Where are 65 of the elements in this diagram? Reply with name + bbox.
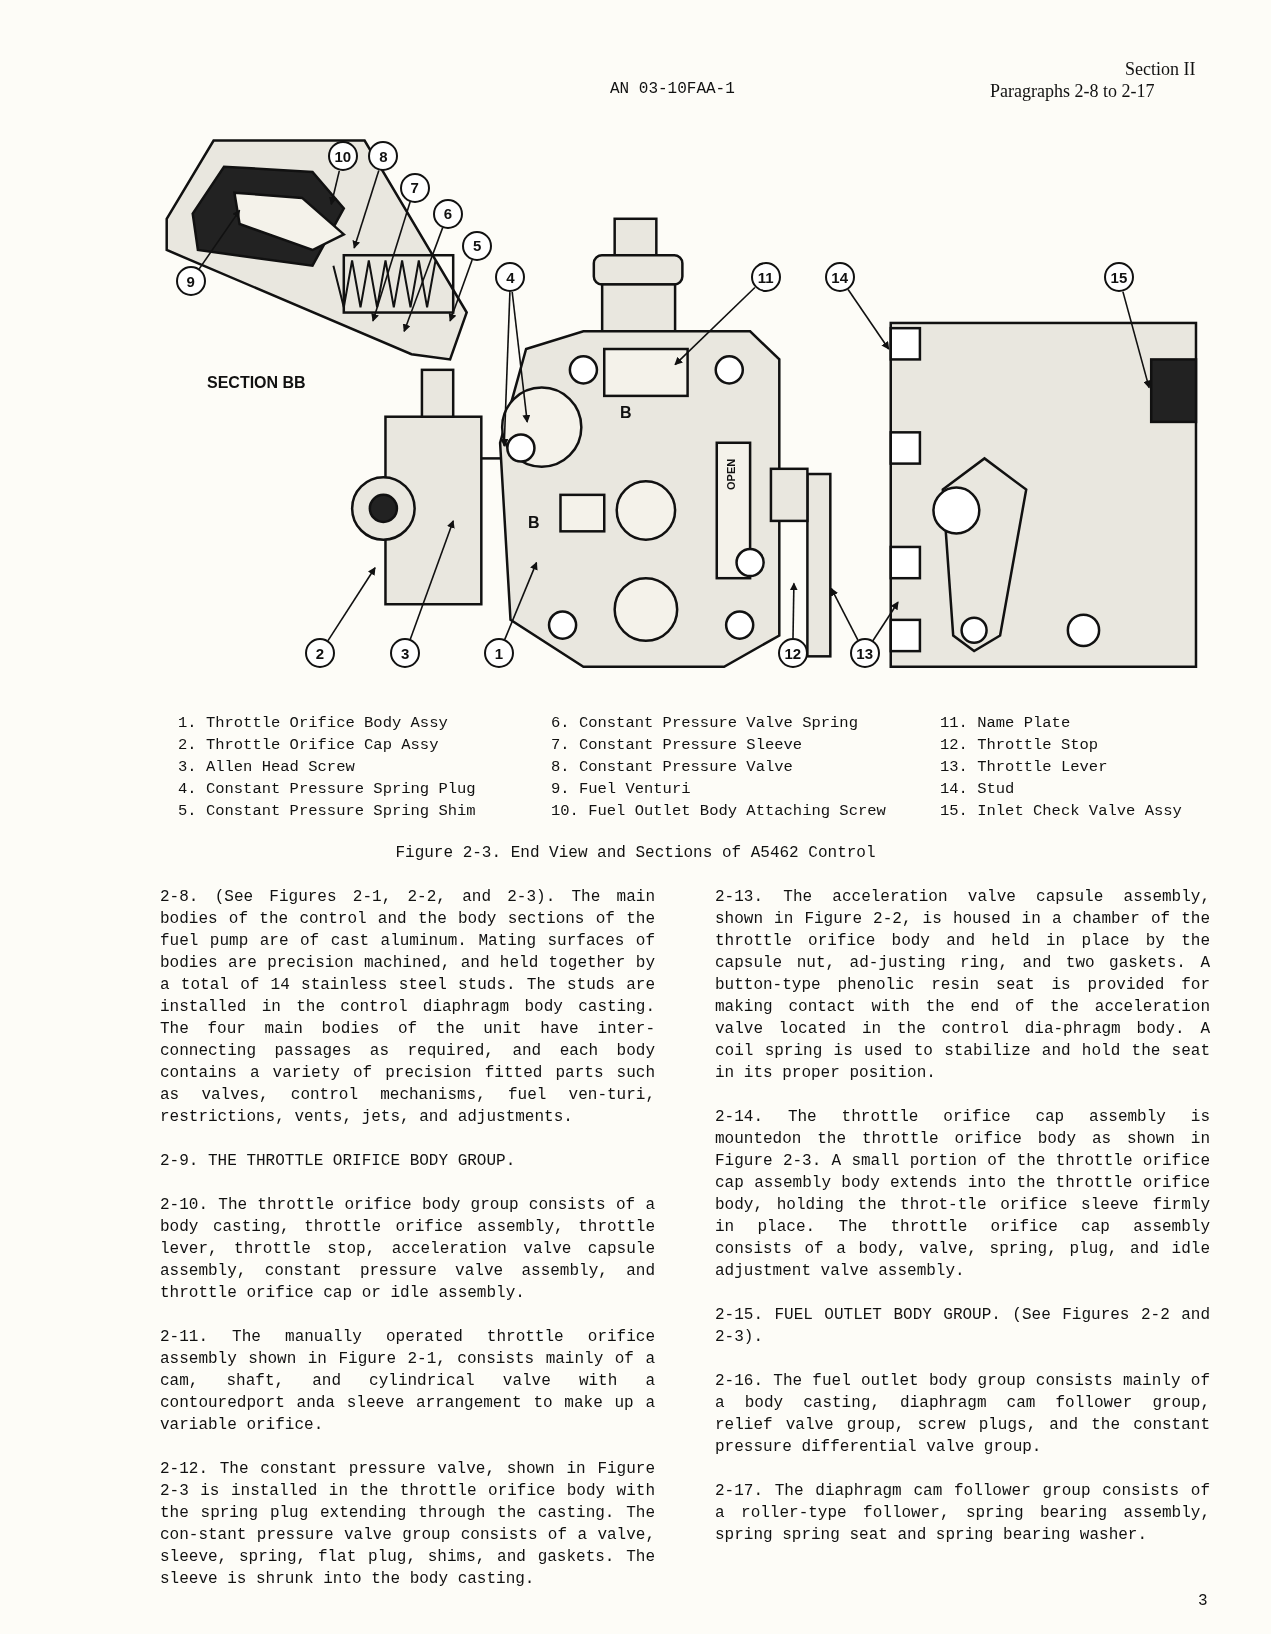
callout-number: 5	[462, 230, 493, 261]
leader-line	[511, 291, 531, 423]
parts-list-item: 7. Constant Pressure Sleeve	[551, 735, 803, 756]
paragraph: 2-11. The manually operated throttle orifice assembly shown in Figure 2-1, consists mainly of a cam, shaft, and cylindrical valve with a contouredport anda sleeve arrangement to make up a variable orifice.	[160, 1327, 655, 1436]
part-marking: OPEN	[724, 458, 738, 490]
callout-number: 11	[750, 262, 781, 293]
parts-list-item: 11. Name Plate	[940, 713, 1071, 734]
parts-list-item: 6. Constant Pressure Valve Spring	[551, 713, 858, 734]
callout-number: 6	[432, 198, 463, 229]
paragraph: 2-16. The fuel outlet body group consists mainly of a body casting, diaphragm cam follower group, relief valve group, screw plugs, and the constant pressure differential valve group.	[715, 1371, 1210, 1458]
callout-number: 14	[824, 262, 855, 293]
paragraph: 2-10. The throttle orifice body group consists of a body casting, throttle orifice assembly, throttle lever, throttle stop, acceleration valve capsule assembly, constant pressure valve assembly, and throttle orifice cap or idle assembly.	[160, 1195, 655, 1304]
callout-number: 9	[175, 266, 206, 297]
leader-line	[789, 582, 798, 639]
parts-list-item: 12. Throttle Stop	[940, 735, 1099, 756]
leader-line	[674, 286, 756, 366]
leader-line	[500, 291, 511, 447]
callout-number: 12	[777, 638, 808, 669]
paragraph: 2-13. The acceleration valve capsule assembly, shown in Figure 2-2, is housed in a chamber of the throttle orifice body and held in place by the capsule nut, ad-justing ring, and two gaskets. A button-type phenolic resin seat is provided for making contact with the end of the acceleration valve located in the control dia-phragm body. A coil spring is used to stabilize and hold the seat in its proper position.	[715, 887, 1210, 1084]
page-header: Paragraphs 2-8 to 2-17	[990, 80, 1155, 102]
paragraph: 2-8. (See Figures 2-1, 2-2, and 2-3). The main bodies of the control and the body sections of the fuel pump are of cast aluminum. Mating surfaces of bodies are precision machined, and held together by a total of 14 stainless steel studs. The studs are installed in the control diaphragm body casting. The four main bodies of the unit have inter-connecting passages as required, and each body contains a variety of precision fitted parts such as valves, control mechanisms, fuel ven-turi, restrictions, vents, jets, and adjustments.	[160, 887, 655, 1128]
leader-line	[329, 170, 341, 206]
leader-line	[371, 201, 411, 322]
paragraph: 2-12. The constant pressure valve, shown in Figure 2-3 is installed in the throttle orifice body with the spring plug extending through the casting. The con-stant pressure valve group consists of a valve, sleeve, spring, flat plug, shims, and gaskets. The sleeve is shrunk into the body casting.	[160, 1459, 655, 1590]
parts-list-item: 4. Constant Pressure Spring Plug	[178, 779, 476, 800]
leader-line	[198, 209, 241, 270]
section-label: SECTION BB	[207, 373, 306, 393]
parts-list-item: 2. Throttle Orifice Cap Assy	[178, 735, 439, 756]
parts-list-item: 8. Constant Pressure Valve	[551, 757, 793, 778]
figure-caption: Figure 2-3. End View and Sections of A5462 Control	[394, 843, 877, 864]
page-header: AN 03-10FAA-1	[610, 79, 735, 100]
section-heading: 2-9. THE THROTTLE ORIFICE BODY GROUP.	[160, 1151, 517, 1172]
callout-number: 8	[368, 141, 399, 172]
section-heading: 2-15. FUEL OUTLET BODY GROUP. (See Figures 2-2 and 2-3).	[715, 1305, 1210, 1348]
callout-number: 4	[495, 262, 526, 293]
parts-list-item: 5. Constant Pressure Spring Shim	[178, 801, 476, 822]
leader-line	[402, 226, 444, 333]
parts-list-item: 15. Inlet Check Valve Assy	[940, 801, 1182, 822]
page-header: Section II	[1125, 58, 1196, 80]
leader-line	[504, 561, 538, 641]
parts-list-item: 3. Allen Head Screw	[178, 757, 355, 778]
leader-line	[409, 519, 455, 640]
callout-number: 13	[849, 638, 880, 669]
leader-line	[872, 601, 899, 642]
leader-line	[847, 288, 890, 350]
callout-number: 1	[484, 638, 514, 669]
leader-line	[830, 587, 859, 641]
leader-line	[327, 566, 376, 642]
parts-list-item: 9. Fuel Venturi	[551, 779, 691, 800]
parts-list-item: 13. Throttle Lever	[940, 757, 1108, 778]
parts-list-item: 10. Fuel Outlet Body Attaching Screw	[551, 801, 886, 822]
callout-number: 2	[304, 638, 335, 669]
section-marker: B	[620, 403, 632, 423]
leader-line	[448, 259, 473, 322]
callout-number: 3	[390, 638, 421, 669]
callout-number: 7	[399, 172, 430, 203]
parts-list-item: 14. Stud	[940, 779, 1015, 800]
page-number: 3	[1198, 1591, 1208, 1612]
paragraph: 2-17. The diaphragm cam follower group consists of a roller-type follower, spring bearing assembly, spring spring seat and spring bearing washer.	[715, 1481, 1210, 1546]
leader-line	[352, 169, 380, 249]
section-marker: B	[528, 513, 540, 533]
paragraph: 2-14. The throttle orifice cap assembly is mountedon the throttle orifice body as shown in Figure 2-3. A small portion of the throttle orifice cap assembly body extends into the throttle orifice body, holding the throt-tle orifice sleeve firmly in place. The throttle orifice cap assembly consists of a body, valve, spring, plug, and idle adjustment valve assembly.	[715, 1107, 1210, 1282]
leader-line	[1122, 290, 1152, 389]
parts-list-item: 1. Throttle Orifice Body Assy	[178, 713, 448, 734]
callout-number: 15	[1103, 262, 1134, 293]
